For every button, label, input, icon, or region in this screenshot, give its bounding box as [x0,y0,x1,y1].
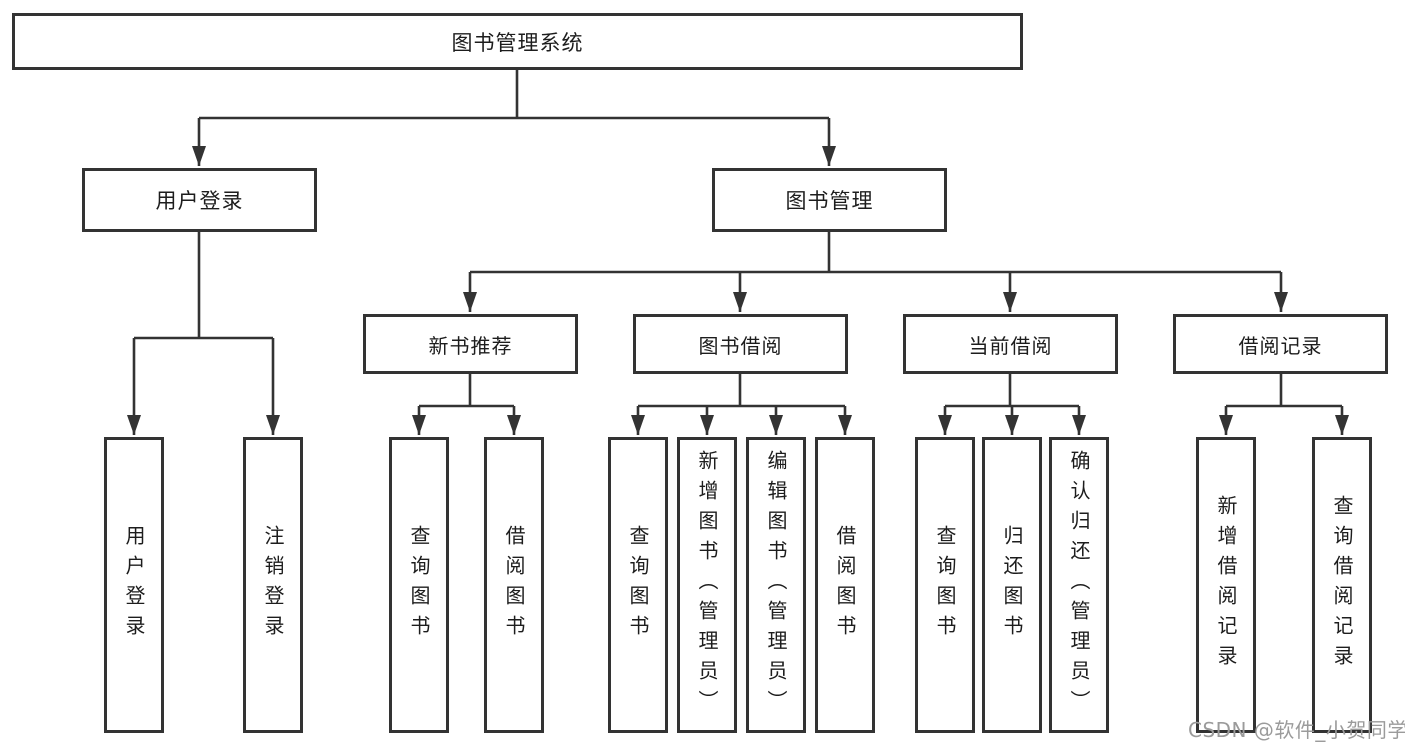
leaf-confirm-return-admin-label: 确认归还（管理员） [1067,450,1091,720]
leaf-return-book: 归还图书 [982,437,1042,733]
node-book-management: 图书管理 [712,168,947,232]
leaf-query-books-recommend: 查询图书 [389,437,449,733]
leaf-borrow-books-label: 借阅图书 [833,525,857,645]
node-user-login: 用户登录 [82,168,317,232]
node-current-borrowing: 当前借阅 [903,314,1118,374]
leaf-edit-book-admin: 编辑图书（管理员） [746,437,806,733]
node-library-management-system: 图书管理系统 [12,13,1023,70]
leaf-query-books-recommend-label: 查询图书 [407,525,431,645]
leaf-query-books-borrow-label: 查询图书 [626,525,650,645]
leaf-add-borrow-record: 新增借阅记录 [1196,437,1256,733]
leaf-confirm-return-admin: 确认归还（管理员） [1049,437,1109,733]
leaf-logout-label: 注销登录 [261,525,285,645]
leaf-user-login-label: 用户登录 [122,525,146,645]
node-new-book-recommendation: 新书推荐 [363,314,578,374]
leaf-return-book-label: 归还图书 [1000,525,1024,645]
leaf-borrow-books-recommend-label: 借阅图书 [502,525,526,645]
leaf-borrow-books: 借阅图书 [815,437,875,733]
leaf-edit-book-admin-label: 编辑图书（管理员） [764,450,788,720]
leaf-add-borrow-record-label: 新增借阅记录 [1214,495,1238,675]
node-book-borrowing: 图书借阅 [633,314,848,374]
leaf-add-book-admin: 新增图书（管理员） [677,437,737,733]
leaf-user-login: 用户登录 [104,437,164,733]
leaf-query-borrow-record: 查询借阅记录 [1312,437,1372,733]
leaf-query-borrow-record-label: 查询借阅记录 [1330,495,1354,675]
leaf-add-book-admin-label: 新增图书（管理员） [695,450,719,720]
leaf-query-books-current: 查询图书 [915,437,975,733]
node-borrowing-records: 借阅记录 [1173,314,1388,374]
leaf-query-books-borrow: 查询图书 [608,437,668,733]
leaf-query-books-current-label: 查询图书 [933,525,957,645]
csdn-watermark: CSDN @软件_小贺同学 [1188,718,1405,742]
leaf-logout: 注销登录 [243,437,303,733]
leaf-borrow-books-recommend: 借阅图书 [484,437,544,733]
